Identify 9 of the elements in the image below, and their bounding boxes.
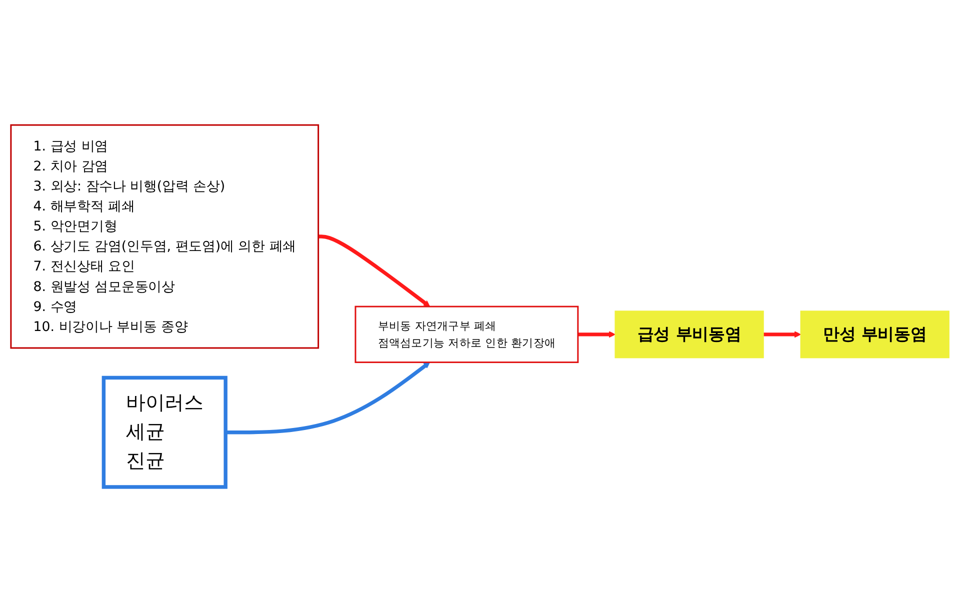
arrow: [764, 331, 801, 338]
arrow: [318, 234, 430, 307]
arrow: [226, 362, 430, 434]
node-box: 바이러스 세균 진균: [102, 376, 228, 489]
node-box: 급성 부비동염: [614, 310, 764, 358]
node-box: 1. 급성 비염 2. 치아 감염 3. 외상: 잠수나 비행(압력 손상) 4. 해부학적 폐쇄 5. 악안면기형 6. 상기도 감염(인두염, 편도염)에 의한 폐쇄 7. 전신상태 요인 8. 원발성 섬모운동이상 9. 수영 10. 비강이나 부비동 종양: [10, 124, 320, 349]
node-box: 부비동 자연개구부 폐쇄 점액섬모기능 저하로 인한 환기장애: [354, 306, 579, 364]
arrow: [578, 331, 616, 338]
node-box: 만성 부비동염: [800, 310, 950, 358]
